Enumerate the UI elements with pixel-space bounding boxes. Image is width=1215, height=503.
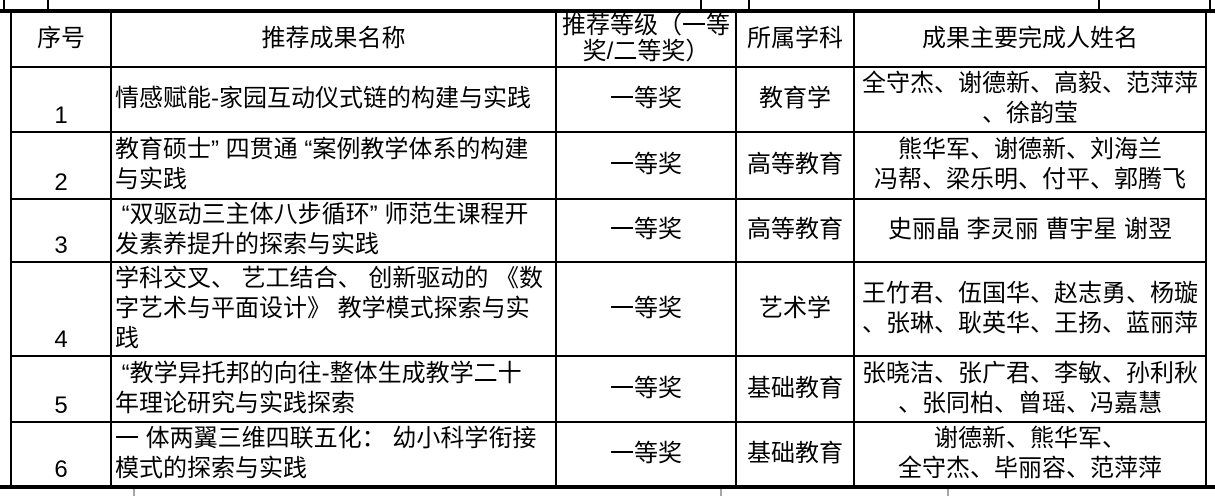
discipline-cell: 基础教育 [735,420,855,485]
serial-cell: 1 [10,65,112,133]
table-row: 5 “教学异托邦的向往-整体生成教学二十 年理论研究与实践探索 一等奖 基础教育… [10,354,1207,423]
awards-table: 序号 推荐成果名称 推荐等级（一等 奖/二等奖） 所属学科 成果主要完成人姓名 … [10,13,1207,485]
award-grade-cell: 一等奖 [555,354,737,423]
award-grade-cell: 一等奖 [555,420,737,485]
authors-cell: 熊华军、谢德新、刘海兰 冯帮、梁乐明、付平、郭腾飞 [853,130,1207,200]
grid-line [720,488,722,496]
partial-row-top [0,0,1215,9]
award-grade-cell: 一等奖 [555,130,737,200]
discipline-header: 所属学科 [735,13,855,68]
serial-cell: 4 [10,260,112,357]
serial-cell: 2 [10,130,112,200]
grid-line [1209,0,1211,9]
achievement-name-cell: “教学异托邦的向往-整体生成教学二十 年理论研究与实践探索 [110,354,557,423]
table-header-row: 序号 推荐成果名称 推荐等级（一等 奖/二等奖） 所属学科 成果主要完成人姓名 [10,13,1207,68]
serial-cell: 6 [10,420,112,485]
discipline-cell: 高等教育 [735,197,855,263]
authors-cell: 王竹君、伍国华、赵志勇、杨璇 、张琳、耿英华、王扬、蓝丽萍 [853,260,1207,357]
table-top-border [0,9,1215,13]
achievement-name-header: 推荐成果名称 [110,13,557,68]
discipline-cell: 艺术学 [735,260,855,357]
table-row: 2 教育硕士” 四贯通 “案例教学体系的构建 与实践 一等奖 高等教育 熊华军、… [10,130,1207,200]
grid-line [700,0,702,9]
achievement-name-cell: 教育硕士” 四贯通 “案例教学体系的构建 与实践 [110,130,557,200]
serial-header: 序号 [10,13,112,68]
table-row: 4 学科交叉、 艺工结合、 创新驱动的 《数 字艺术与平面设计》 教学模式探索与… [10,260,1207,357]
achievement-name-cell: “双驱动三主体八步循环” 师范生课程开 发素养提升的探索与实践 [110,197,557,263]
serial-cell: 3 [10,197,112,263]
serial-cell: 5 [10,354,112,423]
achievement-name-cell: 情感赋能-家园互动仪式链的构建与实践 [110,65,557,133]
grid-line [748,0,750,9]
award-grade-cell: 一等奖 [555,260,737,357]
award-grade-cell: 一等奖 [555,65,737,133]
grid-line [947,488,949,496]
grid-line [47,0,49,9]
table-row: 1 情感赋能-家园互动仪式链的构建与实践 一等奖 教育学 全守杰、谢德新、高毅、… [10,65,1207,133]
discipline-cell: 基础教育 [735,354,855,423]
authors-header: 成果主要完成人姓名 [853,13,1207,68]
table-row: 3 “双驱动三主体八步循环” 师范生课程开 发素养提升的探索与实践 一等奖 高等… [10,197,1207,263]
grid-line [1098,0,1100,9]
award-grade-header: 推荐等级（一等 奖/二等奖） [555,13,737,68]
partial-row-bottom [0,488,1215,496]
authors-cell: 张晓洁、张广君、李敏、孙利秋 、张同柏、曾瑶、冯嘉慧 [853,354,1207,423]
award-grade-cell: 一等奖 [555,197,737,263]
grid-line [3,0,5,9]
discipline-cell: 高等教育 [735,130,855,200]
authors-cell: 谢德新、熊华军、 全守杰、毕丽容、范萍萍 [853,420,1207,485]
authors-cell: 全守杰、谢德新、高毅、范萍萍 、徐韵莹 [853,65,1207,133]
table-bottom-border [0,484,1215,489]
discipline-cell: 教育学 [735,65,855,133]
grid-line [133,488,135,496]
achievement-name-cell: 学科交叉、 艺工结合、 创新驱动的 《数 字艺术与平面设计》 教学模式探索与实 … [110,260,557,357]
achievement-name-cell: 一 体两翼三维四联五化： 幼小科学衔接 模式的探索与实践 [110,420,557,485]
authors-cell: 史丽晶 李灵丽 曹宇星 谢翌 [853,197,1207,263]
table-row: 6 一 体两翼三维四联五化： 幼小科学衔接 模式的探索与实践 一等奖 基础教育 … [10,420,1207,485]
